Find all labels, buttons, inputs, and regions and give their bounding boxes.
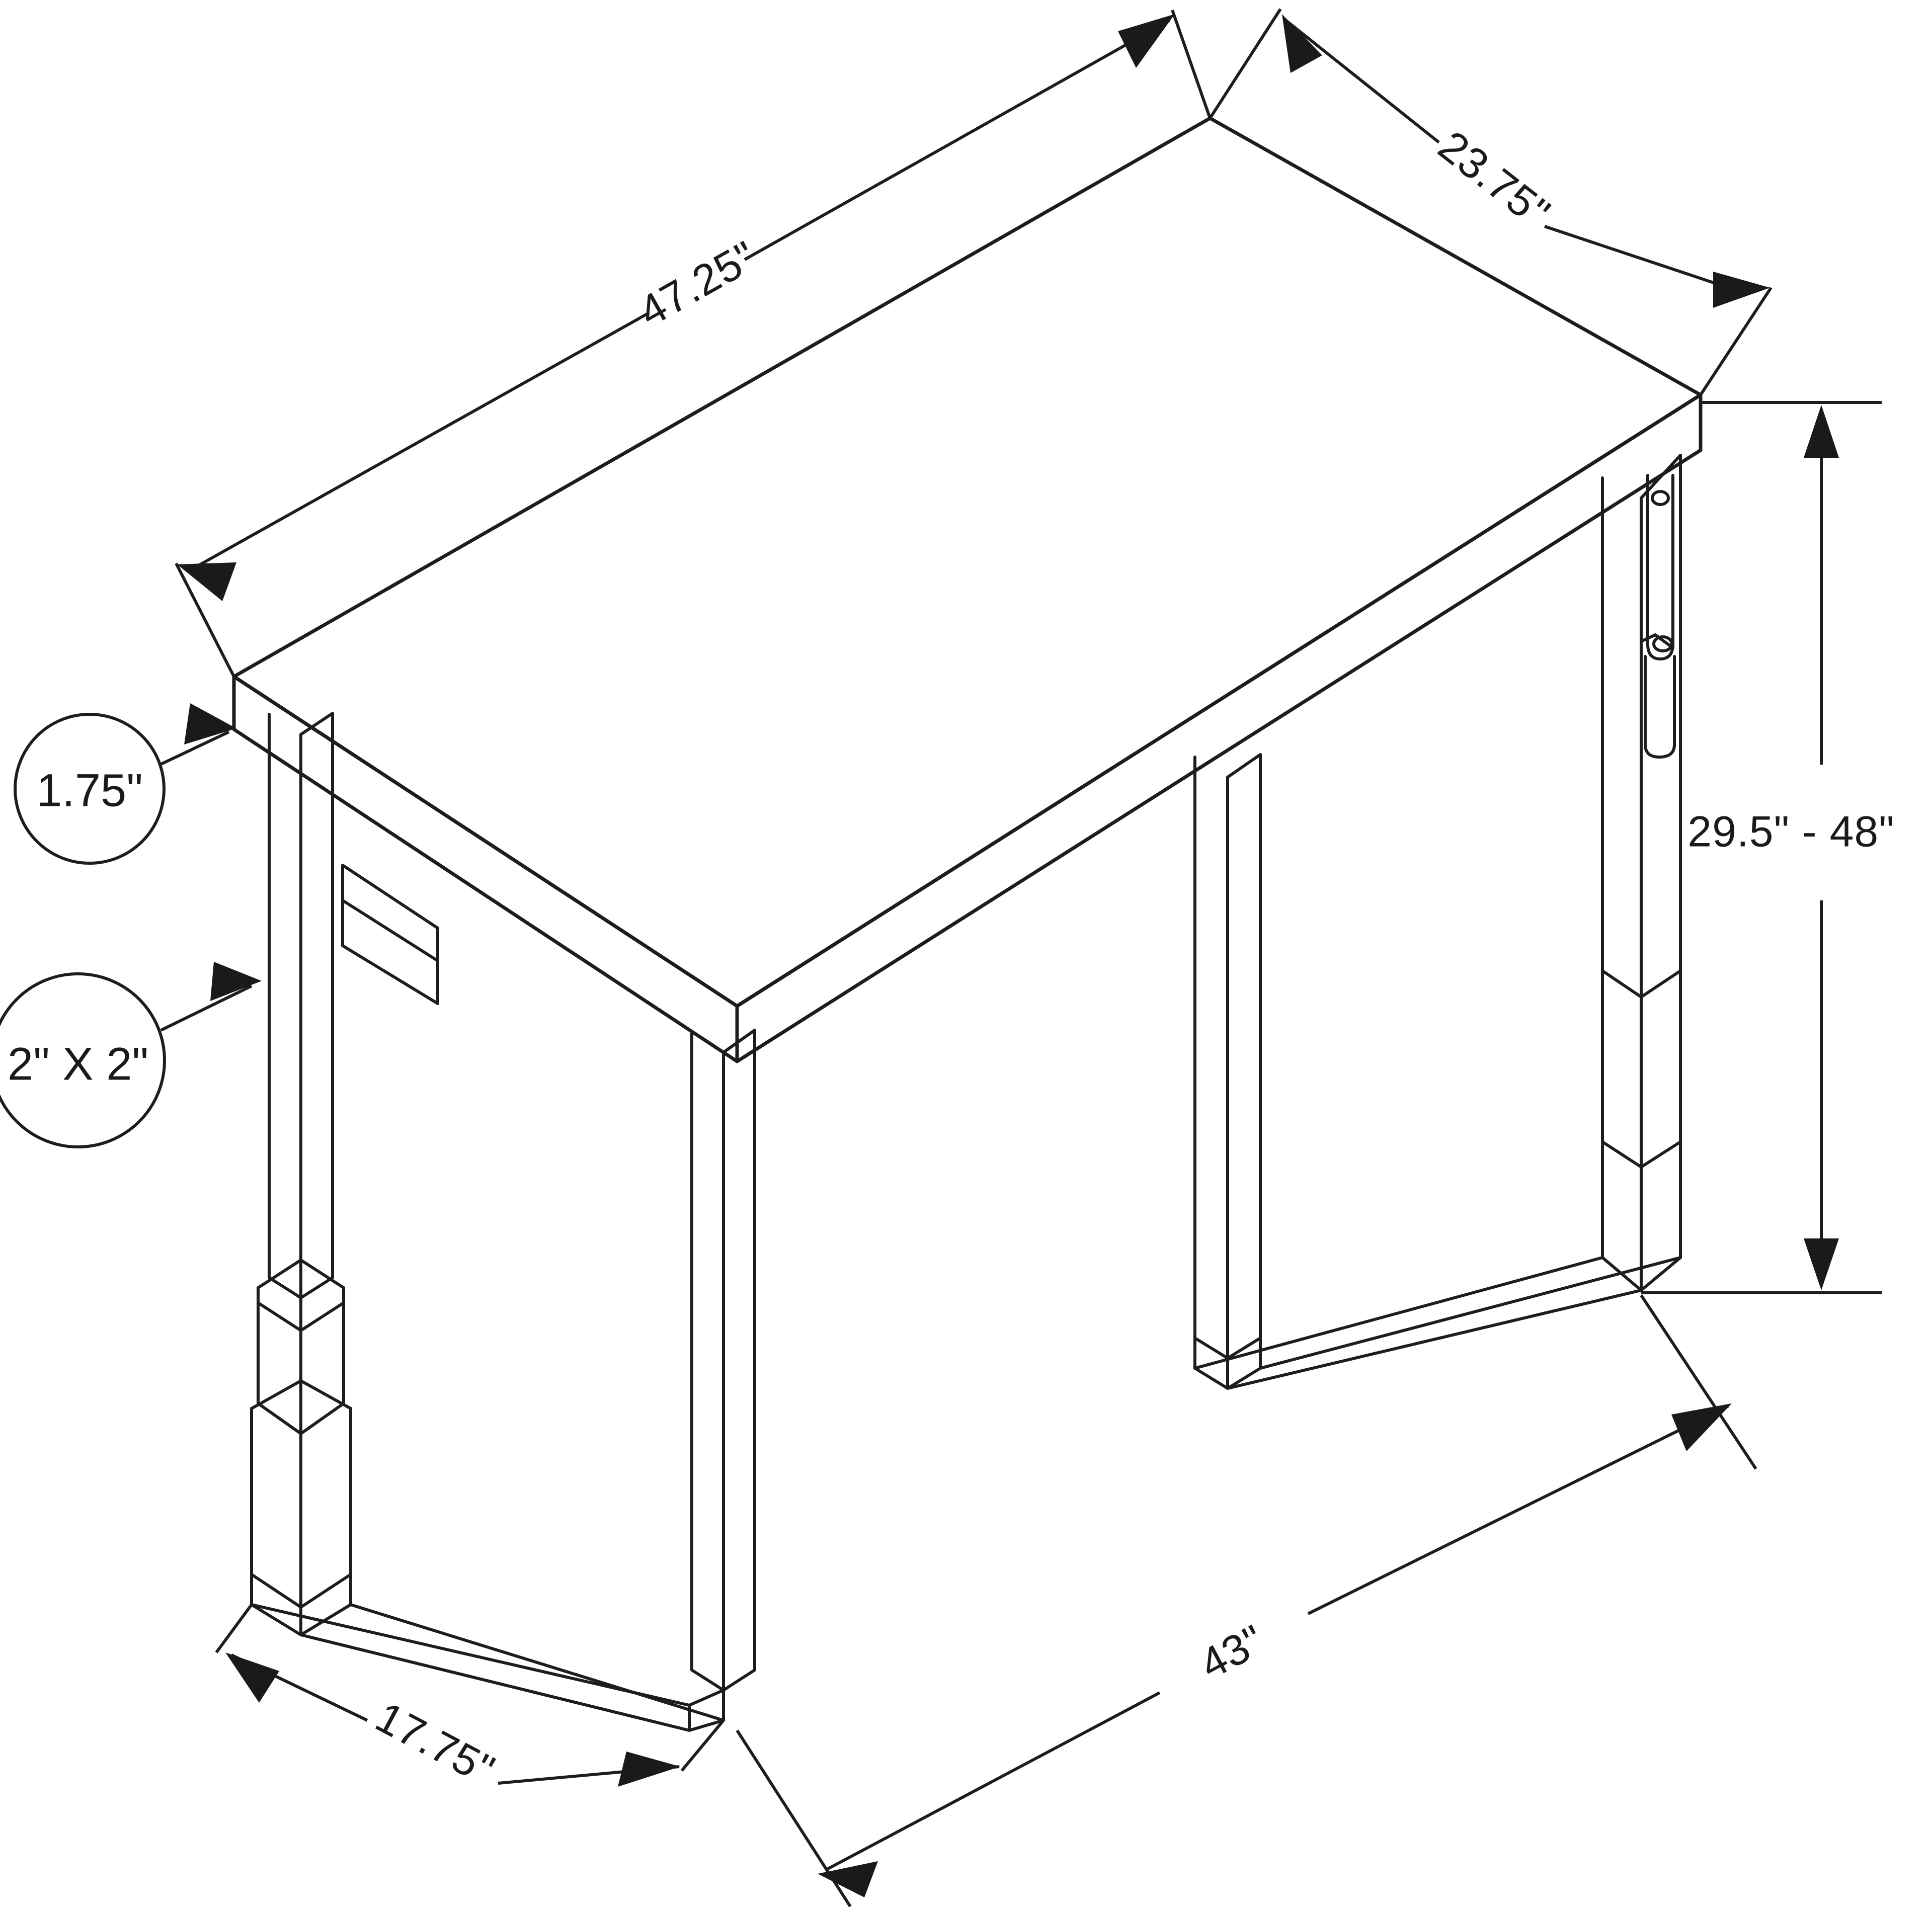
dimension-desktop-width: 47.25" [175,10,1212,678]
callout-top-thickness: 1.75" [14,703,236,865]
right-foot-rail [1193,1256,1682,1390]
rear-left-leg [690,1029,756,1692]
callout-label-thickness: 1.75" [36,765,143,816]
dimension-adjustable-height: 29.5" - 48" [1641,401,1895,1294]
dimension-foot-depth: 17.75" [215,1604,725,1795]
left-upper-brace [341,864,439,1005]
desktop-front-right-edge [735,393,1703,1063]
desktop-front-left-edge [232,675,739,1063]
dimension-desktop-depth: 23.75" [1209,8,1773,396]
rear-right-leg [1193,753,1262,1360]
dimension-label-width: 47.25" [631,232,765,337]
callout-leg-profile: 2" X 2" [0,962,262,1148]
dimension-label-foot-depth: 17.75" [368,1693,502,1795]
left-foot-rail [250,1573,725,1732]
callout-label-leg-profile: 2" X 2" [8,1038,148,1090]
dimension-label-depth: 23.75" [1429,122,1559,238]
callout-circle-leg-profile [0,972,166,1148]
front-left-leg [250,712,352,1609]
dimension-label-base-length: 43" [1192,1616,1272,1689]
dimension-base-length: 43" [736,1294,1757,1907]
dimension-label-height: 29.5" - 48" [1687,808,1895,856]
front-right-leg [1601,454,1682,1292]
desk-object [232,116,1703,1732]
callout-circle-thickness [14,713,166,865]
